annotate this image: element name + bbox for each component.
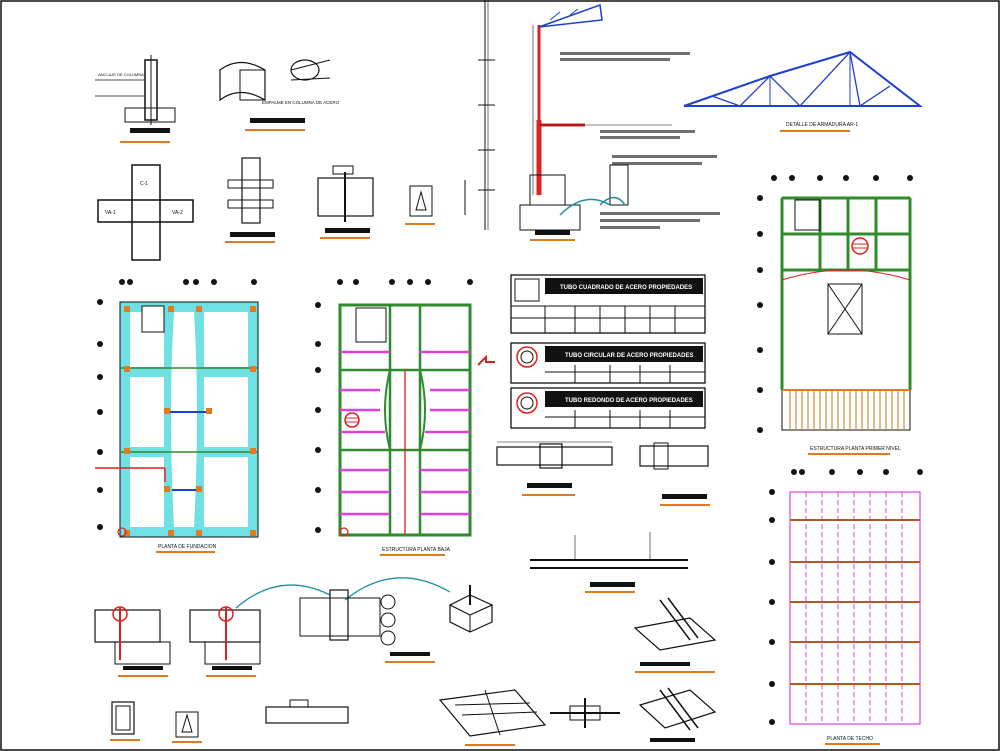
svg-text:PLANTA DE FUNDACION: PLANTA DE FUNDACION (158, 544, 217, 550)
svg-text:TUBO CIRCULAR DE ACERO PROPIED: TUBO CIRCULAR DE ACERO PROPIEDADES (565, 353, 693, 359)
steel-connection-details (225, 157, 435, 243)
svg-text:VA-2: VA-2 (172, 210, 183, 216)
svg-text:ESTRUCTURA PLANTA PRIMER NIVEL: ESTRUCTURA PLANTA PRIMER NIVEL (810, 446, 901, 452)
svg-text:ESTRUCTURA PLANTA BAJA: ESTRUCTURA PLANTA BAJA (382, 547, 451, 553)
svg-text:PLANTA DE TECHO: PLANTA DE TECHO (827, 736, 873, 742)
beam-column-cross: VA-1 VA-2 C-1 (97, 164, 194, 261)
footing-details (94, 577, 494, 743)
beam-section-details (496, 441, 710, 593)
empalme-detail: EMPALME EN COLUMNA DE ACERO (219, 59, 340, 131)
table-circular-tube: TUBO CIRCULAR DE ACERO PROPIEDADES (510, 342, 706, 384)
svg-text:VA-1: VA-1 (105, 210, 116, 216)
first-floor-plan: ESTRUCTURA PLANTA PRIMER NIVEL (757, 175, 913, 455)
bottom-connection-details (438, 597, 717, 746)
ground-floor-structure: ESTRUCTURA PLANTA BAJA (315, 279, 495, 556)
foundation-plan: PLANTA DE FUNDACION (95, 279, 259, 553)
svg-text:EMPALME EN COLUMNA DE ACERO: EMPALME EN COLUMNA DE ACERO (262, 100, 340, 105)
table-square-tube: TUBO CUADRADO DE ACERO PROPIEDADES (510, 274, 706, 334)
svg-text:ANCLAJE DE COLUMNA: ANCLAJE DE COLUMNA (98, 72, 144, 77)
svg-text:TUBO CUADRADO DE ACERO PROPIED: TUBO CUADRADO DE ACERO PROPIEDADES (560, 285, 692, 291)
wall-section-detail (464, 0, 720, 241)
svg-text:TUBO REDONDO DE ACERO PROPIEDA: TUBO REDONDO DE ACERO PROPIEDADES (565, 398, 693, 404)
svg-text:C-1: C-1 (140, 181, 148, 187)
roof-plan: PLANTA DE TECHO (769, 469, 923, 745)
svg-text:DETALLE DE ARMADURA AR-1: DETALLE DE ARMADURA AR-1 (786, 122, 858, 128)
truss-detail: DETALLE DE ARMADURA AR-1 (683, 50, 923, 132)
steel-property-tables: TUBO CUADRADO DE ACERO PROPIEDADES TUBO … (510, 274, 706, 429)
table-round-tube: TUBO REDONDO DE ACERO PROPIEDADES (510, 387, 706, 429)
column-detail: ANCLAJE DE COLUMNA (95, 55, 176, 143)
